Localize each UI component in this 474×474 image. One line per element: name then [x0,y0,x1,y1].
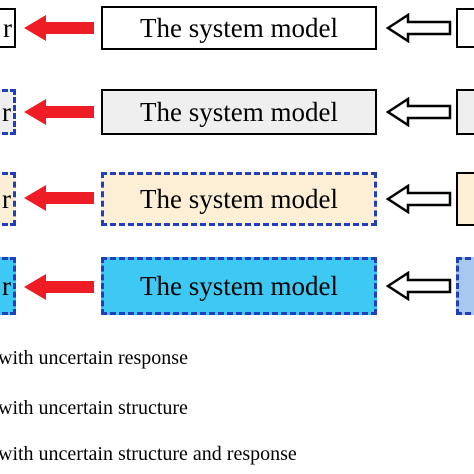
row-4-left-text: r [2,270,11,301]
row-4-system-model-box: The system model [101,257,377,315]
row-2-left-text: r [2,96,11,127]
row-4-left-box: r [0,257,16,315]
row-2-red-arrow-icon [24,99,94,125]
row-1-left-box: r [0,8,16,48]
row-4-outline-arrow-icon [386,271,452,301]
row-2-left-box: r [0,89,16,135]
row-3-system-model-label: The system model [140,183,338,214]
row-2-system-model-box: The system model [101,89,377,135]
row-3-red-arrow-icon [24,185,94,211]
row-1-outline-arrow-icon [386,13,452,43]
row-2-outline-arrow-icon [386,97,452,127]
row-1-right-box [456,8,474,48]
row-2-right-box [456,89,474,135]
row-1-red-arrow-icon [24,15,94,41]
row-1-system-model-box: The system model [101,6,377,50]
legend-uncertain-structure: with uncertain structure [0,397,188,419]
legend-uncertain-response: with uncertain response [0,347,188,369]
row-3-right-box [456,172,474,226]
row-1-system-model-label: The system model [140,12,338,43]
row-2-system-model-label: The system model [140,96,338,127]
row-3-left-text: r [2,183,11,214]
row-4-system-model-label: The system model [140,270,338,301]
row-1-left-text: r [3,12,12,43]
row-3-outline-arrow-icon [386,184,452,214]
row-3-left-box: r [0,172,16,226]
legend-uncertain-structure-and-response: with uncertain structure and response [0,443,297,465]
row-4-red-arrow-icon [24,274,94,300]
row-4-right-box [456,257,474,315]
row-3-system-model-box: The system model [101,172,377,226]
